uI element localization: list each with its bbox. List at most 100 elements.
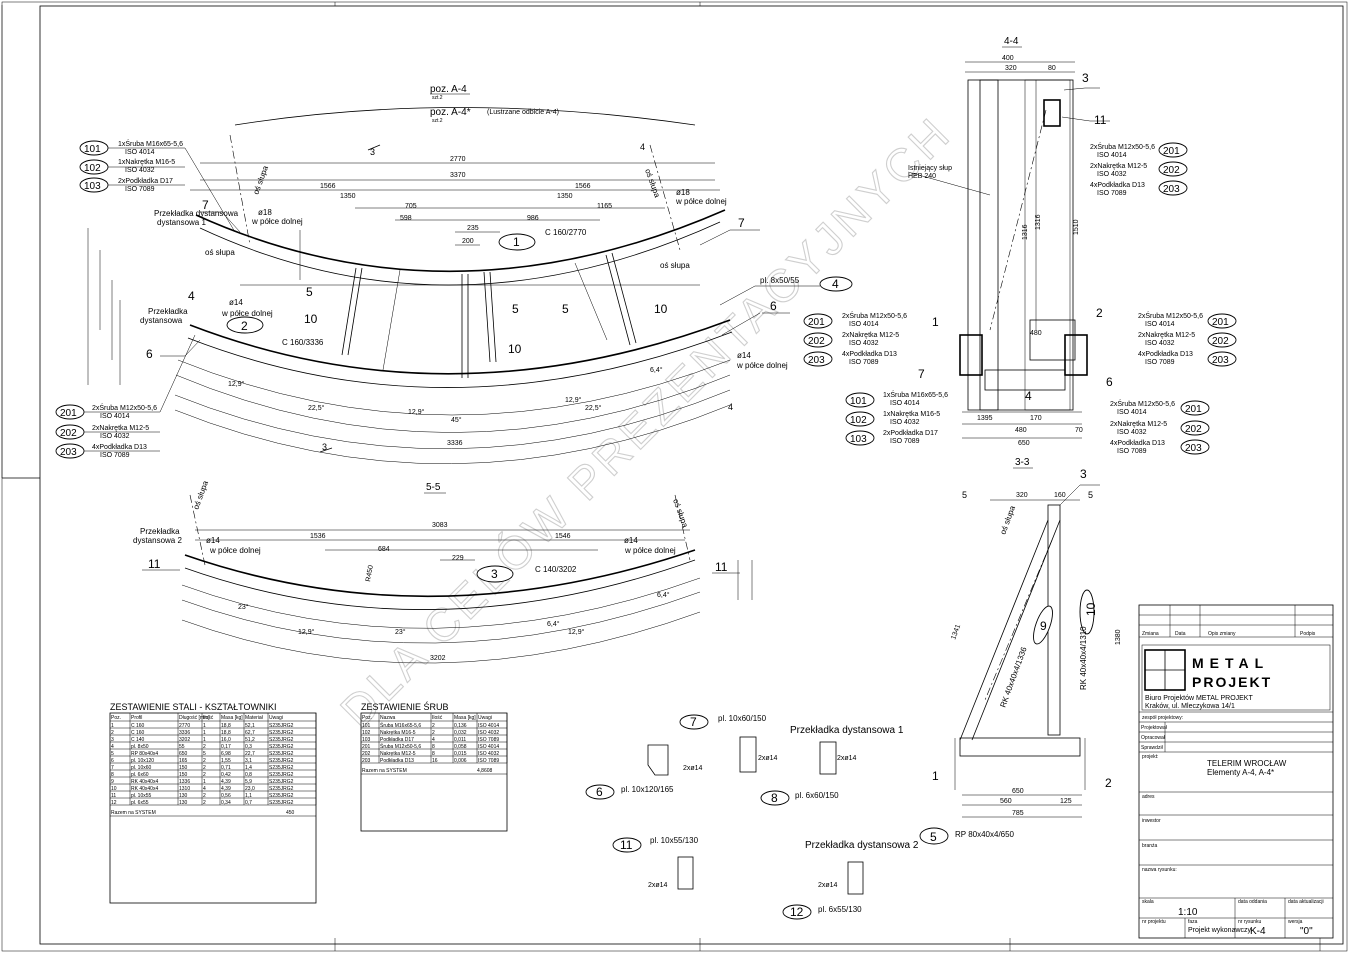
svg-text:1316: 1316: [1022, 224, 1029, 240]
svg-text:Przekładka: Przekładka: [148, 307, 188, 316]
table-cell: 2: [203, 765, 206, 771]
bolts-sum-label: Razem na SYSTEM: [362, 768, 407, 774]
table-cell: 18,8: [221, 723, 231, 729]
svg-text:3-3: 3-3: [1015, 457, 1030, 468]
table-cell: 7: [111, 765, 114, 771]
svg-text:projekt:: projekt:: [1142, 754, 1158, 760]
svg-text:6: 6: [770, 299, 777, 313]
table-cell: S235JRG2: [269, 800, 294, 806]
svg-text:1395: 1395: [977, 415, 993, 422]
steel-sum-value: 450: [286, 810, 295, 816]
table-cell: 4,39: [221, 786, 231, 792]
svg-text:5: 5: [562, 302, 569, 316]
svg-text:2xŚruba M12x50-5,6: 2xŚruba M12x50-5,6: [842, 311, 907, 320]
svg-text:Przekładka: Przekładka: [140, 527, 180, 536]
table-cell: 201: [362, 744, 371, 750]
svg-text:TELERIM WROCŁAW: TELERIM WROCŁAW: [1207, 759, 1287, 768]
table-cell: 2: [203, 744, 206, 750]
table-cell: 103: [362, 737, 371, 743]
svg-text:4: 4: [188, 289, 195, 303]
table-cell: 1: [203, 723, 206, 729]
table-cell: 1,55: [221, 758, 231, 764]
svg-text:2xNakrętka M12-5: 2xNakrętka M12-5: [1138, 332, 1195, 339]
svg-text:2xNakrętka M12-5: 2xNakrętka M12-5: [92, 425, 149, 432]
svg-text:pl. 6x60/150: pl. 6x60/150: [795, 791, 839, 800]
table-cell: 2: [203, 800, 206, 806]
svg-text:2xø14: 2xø14: [648, 882, 668, 889]
svg-text:102: 102: [84, 163, 101, 174]
table-cell: 0,71: [221, 765, 231, 771]
svg-text:R450: R450: [365, 565, 375, 583]
svg-text:ISO 4032: ISO 4032: [849, 340, 879, 347]
steel-sum-label: Razem na SYSTEM: [111, 810, 156, 816]
svg-text:2: 2: [241, 319, 248, 333]
svg-text:3202: 3202: [430, 655, 446, 662]
table-cell: Śruba M16x65-5,6: [380, 721, 421, 729]
svg-text:5: 5: [1088, 490, 1093, 500]
table-cell: 101: [362, 723, 371, 729]
svg-text:12,9°: 12,9°: [565, 396, 582, 404]
table-cell: 1,4: [245, 765, 252, 771]
table-cell: 16: [432, 758, 438, 764]
table-cell: 0,56: [221, 793, 231, 799]
svg-text:6,4°: 6,4°: [657, 591, 670, 599]
svg-text:7: 7: [738, 216, 745, 230]
table-header-cell: Nazwa: [380, 715, 396, 721]
svg-text:Istniejący słup: Istniejący słup: [908, 165, 952, 172]
svg-text:Elementy A-4, A-4*: Elementy A-4, A-4*: [1207, 768, 1274, 777]
svg-text:5: 5: [930, 830, 937, 844]
table-cell: C 160: [131, 730, 145, 736]
table-cell: 165: [179, 758, 188, 764]
svg-text:480: 480: [1030, 330, 1042, 337]
svg-text:684: 684: [378, 546, 390, 553]
svg-text:103: 103: [850, 434, 867, 445]
table-cell: 0,42: [221, 772, 231, 778]
table-cell: 0,058: [454, 744, 467, 750]
table-cell: 22,7: [245, 751, 255, 757]
svg-text:12,9°: 12,9°: [408, 408, 425, 416]
svg-text:2: 2: [1105, 776, 1112, 790]
svg-text:1380: 1380: [1115, 629, 1122, 645]
svg-text:203: 203: [1185, 443, 1202, 454]
table-cell: 5: [111, 751, 114, 757]
svg-text:Opis zmiany: Opis zmiany: [1208, 631, 1236, 637]
table-cell: 202: [362, 751, 371, 757]
table-cell: ISO 4014: [478, 723, 499, 729]
svg-text:w półce dolnej: w półce dolnej: [624, 546, 676, 555]
svg-text:201: 201: [808, 317, 825, 328]
svg-text:oś słupa: oś słupa: [671, 498, 690, 530]
svg-text:dystansowa 2: dystansowa 2: [133, 536, 182, 545]
section-3-3: 3-3 5 5 320 160 560 125 650 785 1380 134…: [919, 457, 1122, 845]
svg-text:201: 201: [1163, 146, 1180, 157]
svg-text:7: 7: [202, 198, 209, 212]
svg-text:23°: 23°: [395, 628, 406, 636]
table-cell: 650: [179, 751, 188, 757]
svg-text:ISO 7089: ISO 7089: [890, 438, 920, 445]
svg-text:ø18: ø18: [258, 208, 272, 217]
bolt-callouts-44-right-mid: 2xŚruba M12x50-5,6 ISO 4014 2xNakrętka M…: [1138, 311, 1237, 367]
svg-text:ISO 7089: ISO 7089: [100, 452, 130, 459]
svg-text:ISO 4032: ISO 4032: [1145, 340, 1175, 347]
svg-text:ISO 4014: ISO 4014: [100, 413, 130, 420]
svg-text:6,4°: 6,4°: [650, 366, 663, 374]
svg-text:2xŚruba M12x50-5,6: 2xŚruba M12x50-5,6: [1090, 142, 1155, 151]
pos-title-mirror: poz. A-4*: [430, 107, 471, 118]
svg-text:3: 3: [1080, 467, 1087, 481]
svg-text:C 160/3336: C 160/3336: [282, 338, 324, 347]
table-cell: 23,0: [245, 786, 255, 792]
svg-text:2770: 2770: [450, 156, 466, 163]
svg-text:2xNakrętka M12-5: 2xNakrętka M12-5: [1110, 421, 1167, 428]
table-cell: 4: [203, 786, 206, 792]
logo-projekt: PROJEKT: [1192, 674, 1272, 690]
svg-text:202: 202: [60, 428, 77, 439]
svg-text:22,5°: 22,5°: [308, 404, 325, 412]
svg-text:650: 650: [1018, 440, 1030, 447]
table-cell: 0,7: [245, 800, 252, 806]
svg-text:2xNakrętka M12-5: 2xNakrętka M12-5: [1090, 163, 1147, 170]
svg-text:4: 4: [832, 277, 839, 291]
logo-metal: METAL: [1192, 655, 1269, 671]
svg-text:Podpis: Podpis: [1300, 631, 1316, 637]
